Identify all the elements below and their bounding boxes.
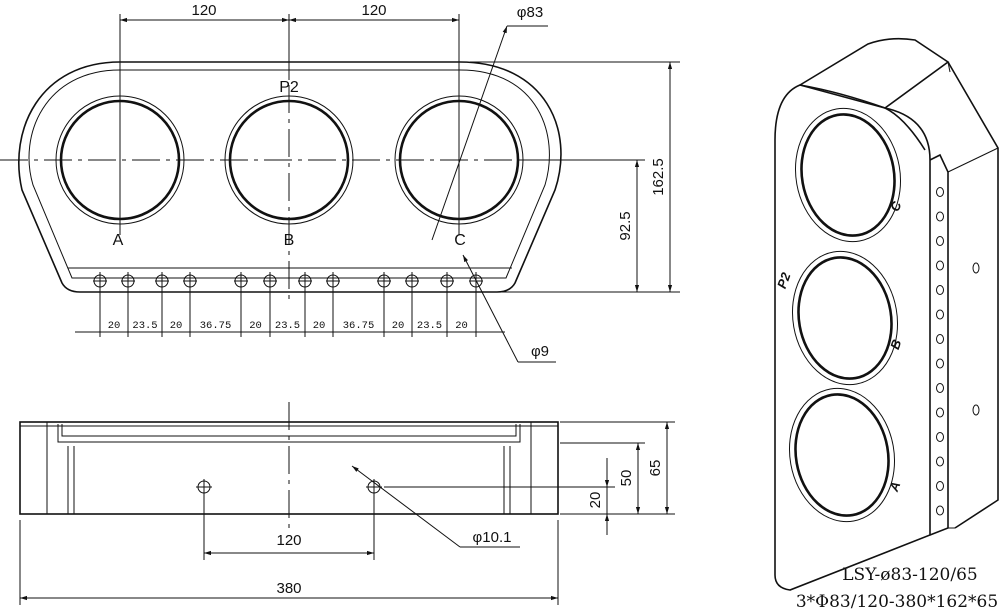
- label-a: A: [113, 232, 124, 249]
- dim-hole-spacing: 120: [276, 532, 301, 549]
- iso-hole-a: [788, 387, 896, 523]
- terminal-screw: [405, 272, 419, 337]
- terminal-screws: [93, 272, 483, 337]
- iso-side-bolt-lower: [972, 404, 980, 416]
- terminal-screw: [93, 272, 107, 337]
- iso-terminal-screw: [936, 285, 944, 295]
- terminal-screw: [155, 272, 169, 337]
- iso-terminal-screw: [936, 358, 944, 369]
- screw-spacing-label: 36.75: [343, 320, 375, 332]
- iso-view: C P2 B A: [774, 37, 999, 591]
- iso-side-bolt-upper: [972, 262, 980, 274]
- screw-spacing-label: 36.75: [200, 320, 232, 332]
- leader-mount-hole: [351, 465, 461, 548]
- dim-height-20: 20: [587, 492, 604, 509]
- iso-terminal-screw: [936, 211, 944, 222]
- front-body-outline: [18, 61, 562, 293]
- caption-model: LSY-ø83-120/65: [842, 565, 977, 585]
- label-p2: P2: [279, 79, 299, 96]
- dim-center-height: 92.5: [617, 211, 634, 240]
- terminal-screw: [263, 272, 277, 337]
- iso-terminal-screw: [936, 334, 944, 344]
- mount-hole-right: [366, 479, 382, 560]
- screw-spacing-labels: 20 23.5 20 36.75 20 23.5 20 36.75 20 23.5 20: [108, 320, 468, 332]
- dim-height-50: 50: [618, 470, 635, 487]
- terminal-screw: [377, 272, 391, 337]
- leader-screw-hole: [462, 254, 519, 363]
- label-b: B: [284, 232, 295, 249]
- iso-terminal-screw: [936, 309, 944, 320]
- iso-label-b: B: [887, 337, 904, 351]
- mount-hole-left: [196, 479, 212, 560]
- dim-length: 380: [276, 580, 301, 597]
- screw-spacing-label: 20: [313, 320, 326, 332]
- iso-side-edge: [947, 61, 951, 73]
- iso-label-a: A: [886, 479, 904, 494]
- dim-pitch-right: 120: [361, 2, 386, 19]
- label-c: C: [454, 232, 466, 249]
- terminal-screw: [298, 272, 312, 337]
- iso-terminal-screw: [936, 260, 944, 271]
- iso-hole-b: [791, 250, 899, 386]
- caption-spec: 3*Φ83/120-380*162*65: [796, 592, 998, 612]
- dim-total-height: 162.5: [650, 158, 667, 196]
- iso-side-face: [947, 61, 999, 529]
- terminal-screw: [121, 272, 135, 337]
- dim-screw-hole: φ9: [531, 343, 549, 360]
- iso-top-face: [797, 37, 950, 109]
- iso-terminal-screws: [936, 187, 944, 516]
- iso-terminal-screw: [936, 456, 944, 467]
- terminal-screw: [326, 272, 340, 337]
- dim-pitch-left: 120: [191, 2, 216, 19]
- terminal-screw: [440, 272, 454, 337]
- iso-terminal-screw: [936, 505, 944, 516]
- iso-terminal-screw: [936, 236, 944, 246]
- bottom-view: 120 380 65 50 20 φ10.1: [19, 402, 675, 605]
- screw-spacing-label: 20: [108, 320, 121, 332]
- leader-hole-dia: [431, 25, 508, 241]
- bottom-strip: [57, 424, 521, 443]
- screw-spacing-label: 20: [170, 320, 183, 332]
- iso-terminal-screw: [936, 432, 944, 442]
- dim-hole-dia: φ83: [517, 4, 543, 21]
- terminal-screw: [183, 272, 197, 337]
- dim-height-65: 65: [647, 460, 664, 477]
- dim-mount-hole: φ10.1: [473, 529, 512, 546]
- iso-hole-c: [794, 107, 902, 243]
- screw-spacing-label: 20: [249, 320, 262, 332]
- screw-spacing-label: 23.5: [275, 320, 300, 332]
- iso-terminal-screw: [936, 481, 944, 491]
- screw-spacing-label: 23.5: [417, 320, 442, 332]
- terminal-screw: [234, 272, 248, 337]
- terminal-screw: [469, 272, 483, 337]
- iso-top-edge: [884, 107, 926, 151]
- screw-spacing-label: 20: [455, 320, 468, 332]
- iso-terminal-screw: [936, 187, 944, 197]
- iso-label-p2: P2: [774, 270, 794, 291]
- screw-spacing-label: 23.5: [132, 320, 157, 332]
- iso-terminal-screw: [936, 383, 944, 393]
- iso-label-c: C: [887, 199, 905, 214]
- screw-spacing-label: 20: [392, 320, 405, 332]
- iso-terminal-screw: [936, 407, 944, 418]
- iso-strip-top-edge: [947, 147, 999, 173]
